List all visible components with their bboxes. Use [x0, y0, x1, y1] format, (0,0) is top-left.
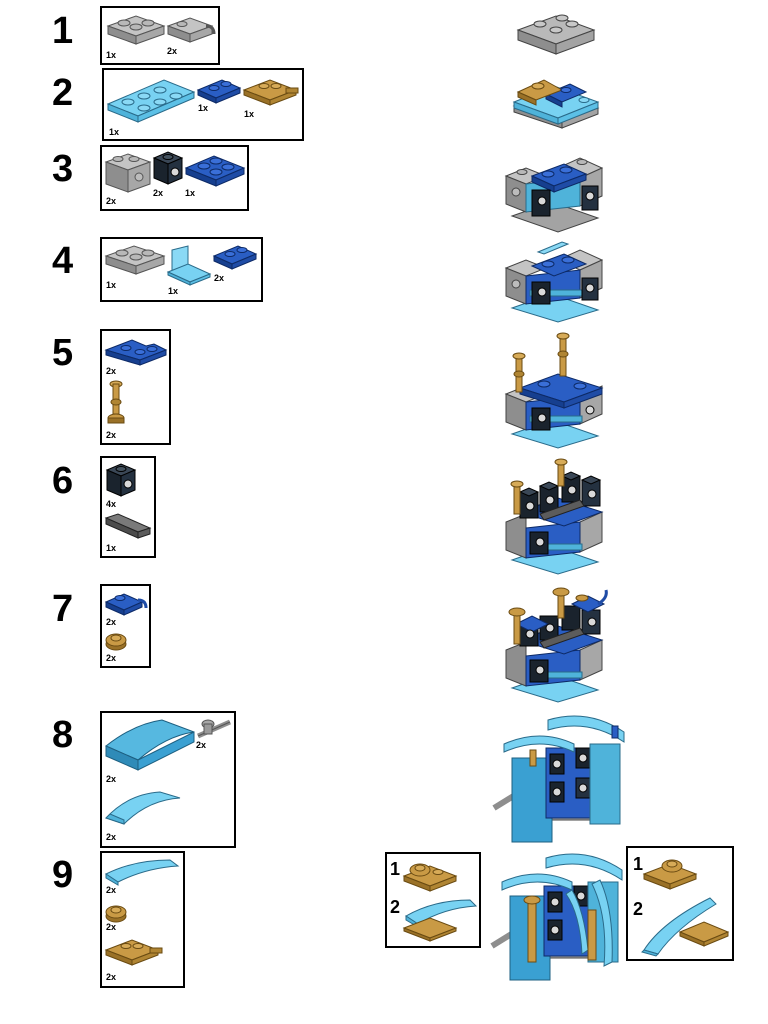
part-plate-with-side-clips	[106, 12, 166, 48]
part-quantity: 1x	[109, 127, 120, 137]
part-brick-1x1-side-stud-black	[105, 462, 137, 498]
callout-right-step-1-parts	[642, 852, 702, 892]
model-step-4	[502, 236, 608, 324]
part-quantity: 2x	[153, 188, 164, 198]
part-quantity: 2x	[106, 774, 117, 784]
part-curved-slope-medium-blue	[104, 716, 196, 772]
part-bracket-light-blue	[166, 244, 212, 286]
step-number: 6	[52, 460, 74, 502]
step-number: 4	[52, 240, 74, 282]
part-quantity: 2x	[106, 196, 117, 206]
part-quantity: 2x	[106, 366, 117, 376]
callout-right-step-2-parts	[640, 892, 730, 957]
part-quantity: 1x	[185, 188, 196, 198]
part-plate-with-bar-handle-tan	[242, 76, 300, 106]
part-quantity: 2x	[106, 885, 117, 895]
model-step-1	[516, 6, 596, 58]
part-quantity: 1x	[106, 280, 117, 290]
callout-left-step-1-parts	[402, 856, 462, 892]
model-step-9	[488, 850, 628, 986]
part-quantity: 1x	[106, 50, 117, 60]
part-quantity: 2x	[106, 922, 117, 932]
part-bar-connector-grey	[194, 714, 234, 744]
callout-step-label: 2	[633, 899, 644, 919]
part-quantity: 2x	[106, 832, 117, 842]
part-plate-with-clip	[166, 12, 218, 48]
step-number: 3	[52, 148, 74, 190]
part-quantity: 2x	[214, 273, 225, 283]
part-round-plate-tan	[104, 902, 128, 924]
step-number: 7	[52, 588, 74, 630]
part-plate-2x2-blue	[184, 150, 246, 188]
part-quantity: 2x	[106, 430, 117, 440]
part-plate-2x4-light-blue	[106, 74, 196, 124]
part-quantity: 2x	[106, 653, 117, 663]
part-quantity: 4x	[106, 499, 117, 509]
part-quantity: 1x	[106, 543, 117, 553]
model-step-7	[498, 582, 614, 706]
part-quantity: 2x	[196, 740, 207, 750]
part-plate-with-bar-handle-tan	[104, 934, 164, 966]
part-quantity: 2x	[167, 46, 178, 56]
model-step-6	[500, 456, 610, 576]
part-quantity: 2x	[106, 972, 117, 982]
step-number: 8	[52, 714, 74, 756]
model-step-8	[490, 708, 630, 848]
part-quantity: 1x	[244, 109, 255, 119]
part-curved-tile-light-blue	[104, 856, 180, 886]
model-step-3	[502, 146, 608, 234]
part-arch-light-blue	[104, 790, 182, 826]
model-step-2	[510, 68, 602, 130]
step-number: 1	[52, 10, 74, 52]
callout-left-step-2-parts	[400, 896, 478, 942]
step-number: 9	[52, 854, 74, 896]
model-step-5	[502, 330, 608, 450]
step-number: 5	[52, 332, 74, 374]
part-brick-1x2-side-stud-grey	[104, 150, 152, 194]
part-plate-1x2-blue	[212, 242, 258, 270]
part-plate-with-clip-blue	[104, 588, 148, 616]
callout-step-label: 1	[633, 854, 644, 874]
part-plate-corner-blue	[104, 334, 168, 366]
part-plate-with-side-clips	[104, 242, 166, 276]
callout-step-label: 2	[390, 897, 401, 917]
parts-list-box	[100, 584, 151, 668]
part-bar-with-stud-tan	[104, 378, 128, 428]
part-round-plate-tan	[104, 630, 128, 652]
part-quantity: 1x	[168, 286, 179, 296]
part-slope-tile-dark-grey	[104, 512, 152, 540]
callout-step-label: 1	[390, 859, 401, 879]
part-quantity: 1x	[198, 103, 209, 113]
part-brick-1x1-side-stud-black	[152, 150, 184, 186]
part-quantity: 2x	[106, 617, 117, 627]
step-number: 2	[52, 72, 74, 114]
part-plate-1x2-blue	[196, 76, 242, 104]
